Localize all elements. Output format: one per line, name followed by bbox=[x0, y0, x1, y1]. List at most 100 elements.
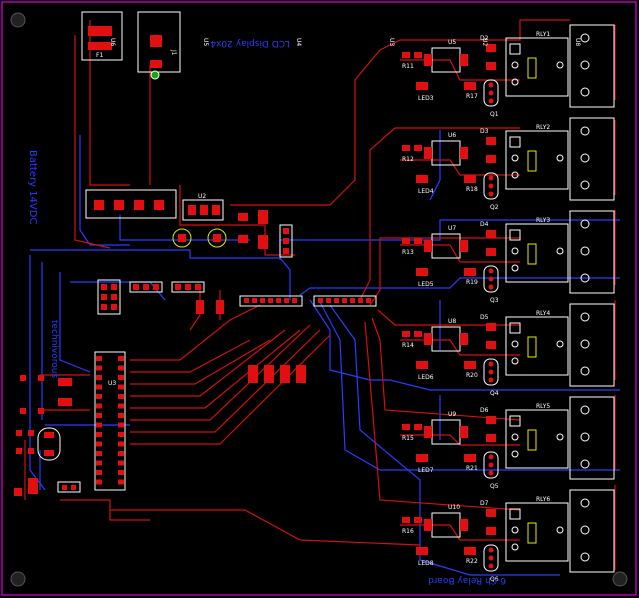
relay-outline bbox=[505, 130, 569, 190]
top-layer-traces bbox=[24, 19, 616, 570]
mcu-pin bbox=[96, 365, 102, 371]
mcu-pin bbox=[96, 403, 102, 409]
terminal-screw bbox=[580, 366, 590, 376]
transistor-outline bbox=[483, 451, 499, 479]
relay-pin bbox=[511, 340, 519, 348]
transistor-outline bbox=[483, 265, 499, 293]
relay-label: RLY4 bbox=[536, 310, 550, 317]
terminal-label: U2 bbox=[481, 38, 488, 46]
regulator-pad bbox=[460, 54, 468, 66]
transistor-pin bbox=[488, 454, 494, 460]
regulator-pad bbox=[424, 333, 432, 345]
relay-pin bbox=[511, 171, 519, 179]
relay-label: RLY6 bbox=[536, 496, 550, 503]
diode-label: D3 bbox=[480, 128, 489, 135]
terminal-screw bbox=[580, 405, 590, 415]
resistor-pad bbox=[402, 424, 410, 430]
diode-pad bbox=[486, 509, 496, 517]
relay-coil bbox=[527, 429, 537, 451]
resistor-pad bbox=[464, 361, 476, 369]
led-label: LED3 bbox=[418, 95, 434, 102]
diode-pad bbox=[486, 527, 496, 535]
relay-pin bbox=[511, 61, 519, 69]
mcu-pin bbox=[118, 479, 124, 485]
terminal-screw bbox=[580, 273, 590, 283]
mcu-pin bbox=[118, 460, 124, 466]
terminal-screw bbox=[580, 339, 590, 349]
regulator-area: U2 bbox=[172, 193, 293, 258]
relay-pin bbox=[511, 154, 519, 162]
resistor-pad bbox=[402, 331, 410, 337]
resistor-pad bbox=[414, 517, 422, 523]
transistor-outline bbox=[483, 172, 499, 200]
output-terminal bbox=[569, 489, 615, 573]
resistor-label: R13 bbox=[402, 249, 414, 256]
resistor-label: R20 bbox=[466, 372, 478, 379]
relay-pin bbox=[509, 322, 521, 334]
mcu-pin bbox=[118, 413, 124, 418]
output-terminal bbox=[569, 303, 615, 387]
header-strip-p3 bbox=[129, 281, 163, 293]
regulator-pad bbox=[460, 240, 468, 252]
terminal-label: U4 bbox=[295, 38, 302, 46]
terminal-screw bbox=[580, 60, 590, 70]
svg-text:U3: U3 bbox=[108, 380, 116, 387]
transistor-label: Q4 bbox=[490, 390, 499, 397]
transistor-label: Q3 bbox=[490, 297, 499, 304]
relay-outline bbox=[505, 37, 569, 97]
relay-outline bbox=[505, 502, 569, 562]
mcu-pin bbox=[118, 422, 124, 428]
relay-pin bbox=[556, 61, 564, 69]
diode-pad bbox=[486, 323, 496, 331]
header-outputs bbox=[313, 295, 377, 307]
terminal-screw bbox=[580, 219, 590, 229]
diode-pad bbox=[486, 434, 496, 442]
mcu-pin bbox=[96, 470, 102, 475]
mounting-hole-bl bbox=[10, 571, 26, 587]
regulator-label: U5 bbox=[448, 39, 456, 46]
terminal-screw bbox=[580, 246, 590, 256]
relay-coil bbox=[527, 336, 537, 358]
relay-pin bbox=[509, 229, 521, 241]
regulator-pad bbox=[460, 147, 468, 159]
relay-label: RLY3 bbox=[536, 217, 550, 224]
transistor-outline bbox=[483, 544, 499, 572]
transistor-pin bbox=[488, 183, 494, 189]
resistor-pad bbox=[402, 238, 410, 244]
relay-coil bbox=[527, 150, 537, 172]
transistor-label: Q2 bbox=[490, 204, 499, 211]
transistor-pin bbox=[488, 98, 494, 104]
header-strip-j4 bbox=[97, 279, 121, 315]
mcu-pin bbox=[118, 365, 124, 371]
mcu-pin bbox=[96, 394, 102, 399]
mcu-pin bbox=[96, 479, 102, 485]
resistor-pad bbox=[414, 424, 422, 430]
regulator-pad bbox=[460, 333, 468, 345]
smd-mid-parts bbox=[196, 300, 306, 383]
led-label: LED5 bbox=[418, 281, 434, 288]
resistor-label: R12 bbox=[402, 156, 414, 163]
transistor-pin bbox=[488, 284, 494, 290]
credit-label: technivorous bbox=[49, 320, 59, 378]
terminal-screw bbox=[580, 552, 590, 562]
diode-label: D5 bbox=[480, 314, 489, 321]
transistor-pin bbox=[488, 175, 494, 181]
transistor-pin bbox=[488, 369, 494, 375]
lcd-display-label: LCD Display 20x4 bbox=[210, 38, 290, 48]
regulator-outline bbox=[431, 326, 461, 352]
resistor-label: R18 bbox=[466, 186, 478, 193]
transistor-pin bbox=[488, 547, 494, 553]
relay-pin bbox=[511, 247, 519, 255]
header-lcd-signals bbox=[239, 295, 303, 307]
mcu-pin bbox=[118, 432, 124, 437]
resistor-label: R17 bbox=[466, 93, 478, 100]
led-label: LED6 bbox=[418, 374, 434, 381]
left-components bbox=[14, 375, 81, 496]
resistor-pad bbox=[464, 268, 476, 276]
transistor-pin bbox=[488, 462, 494, 468]
transistor-outline bbox=[483, 79, 499, 107]
resistor-label: R15 bbox=[402, 435, 414, 442]
relay-pin bbox=[511, 433, 519, 441]
relay-pin bbox=[509, 136, 521, 148]
